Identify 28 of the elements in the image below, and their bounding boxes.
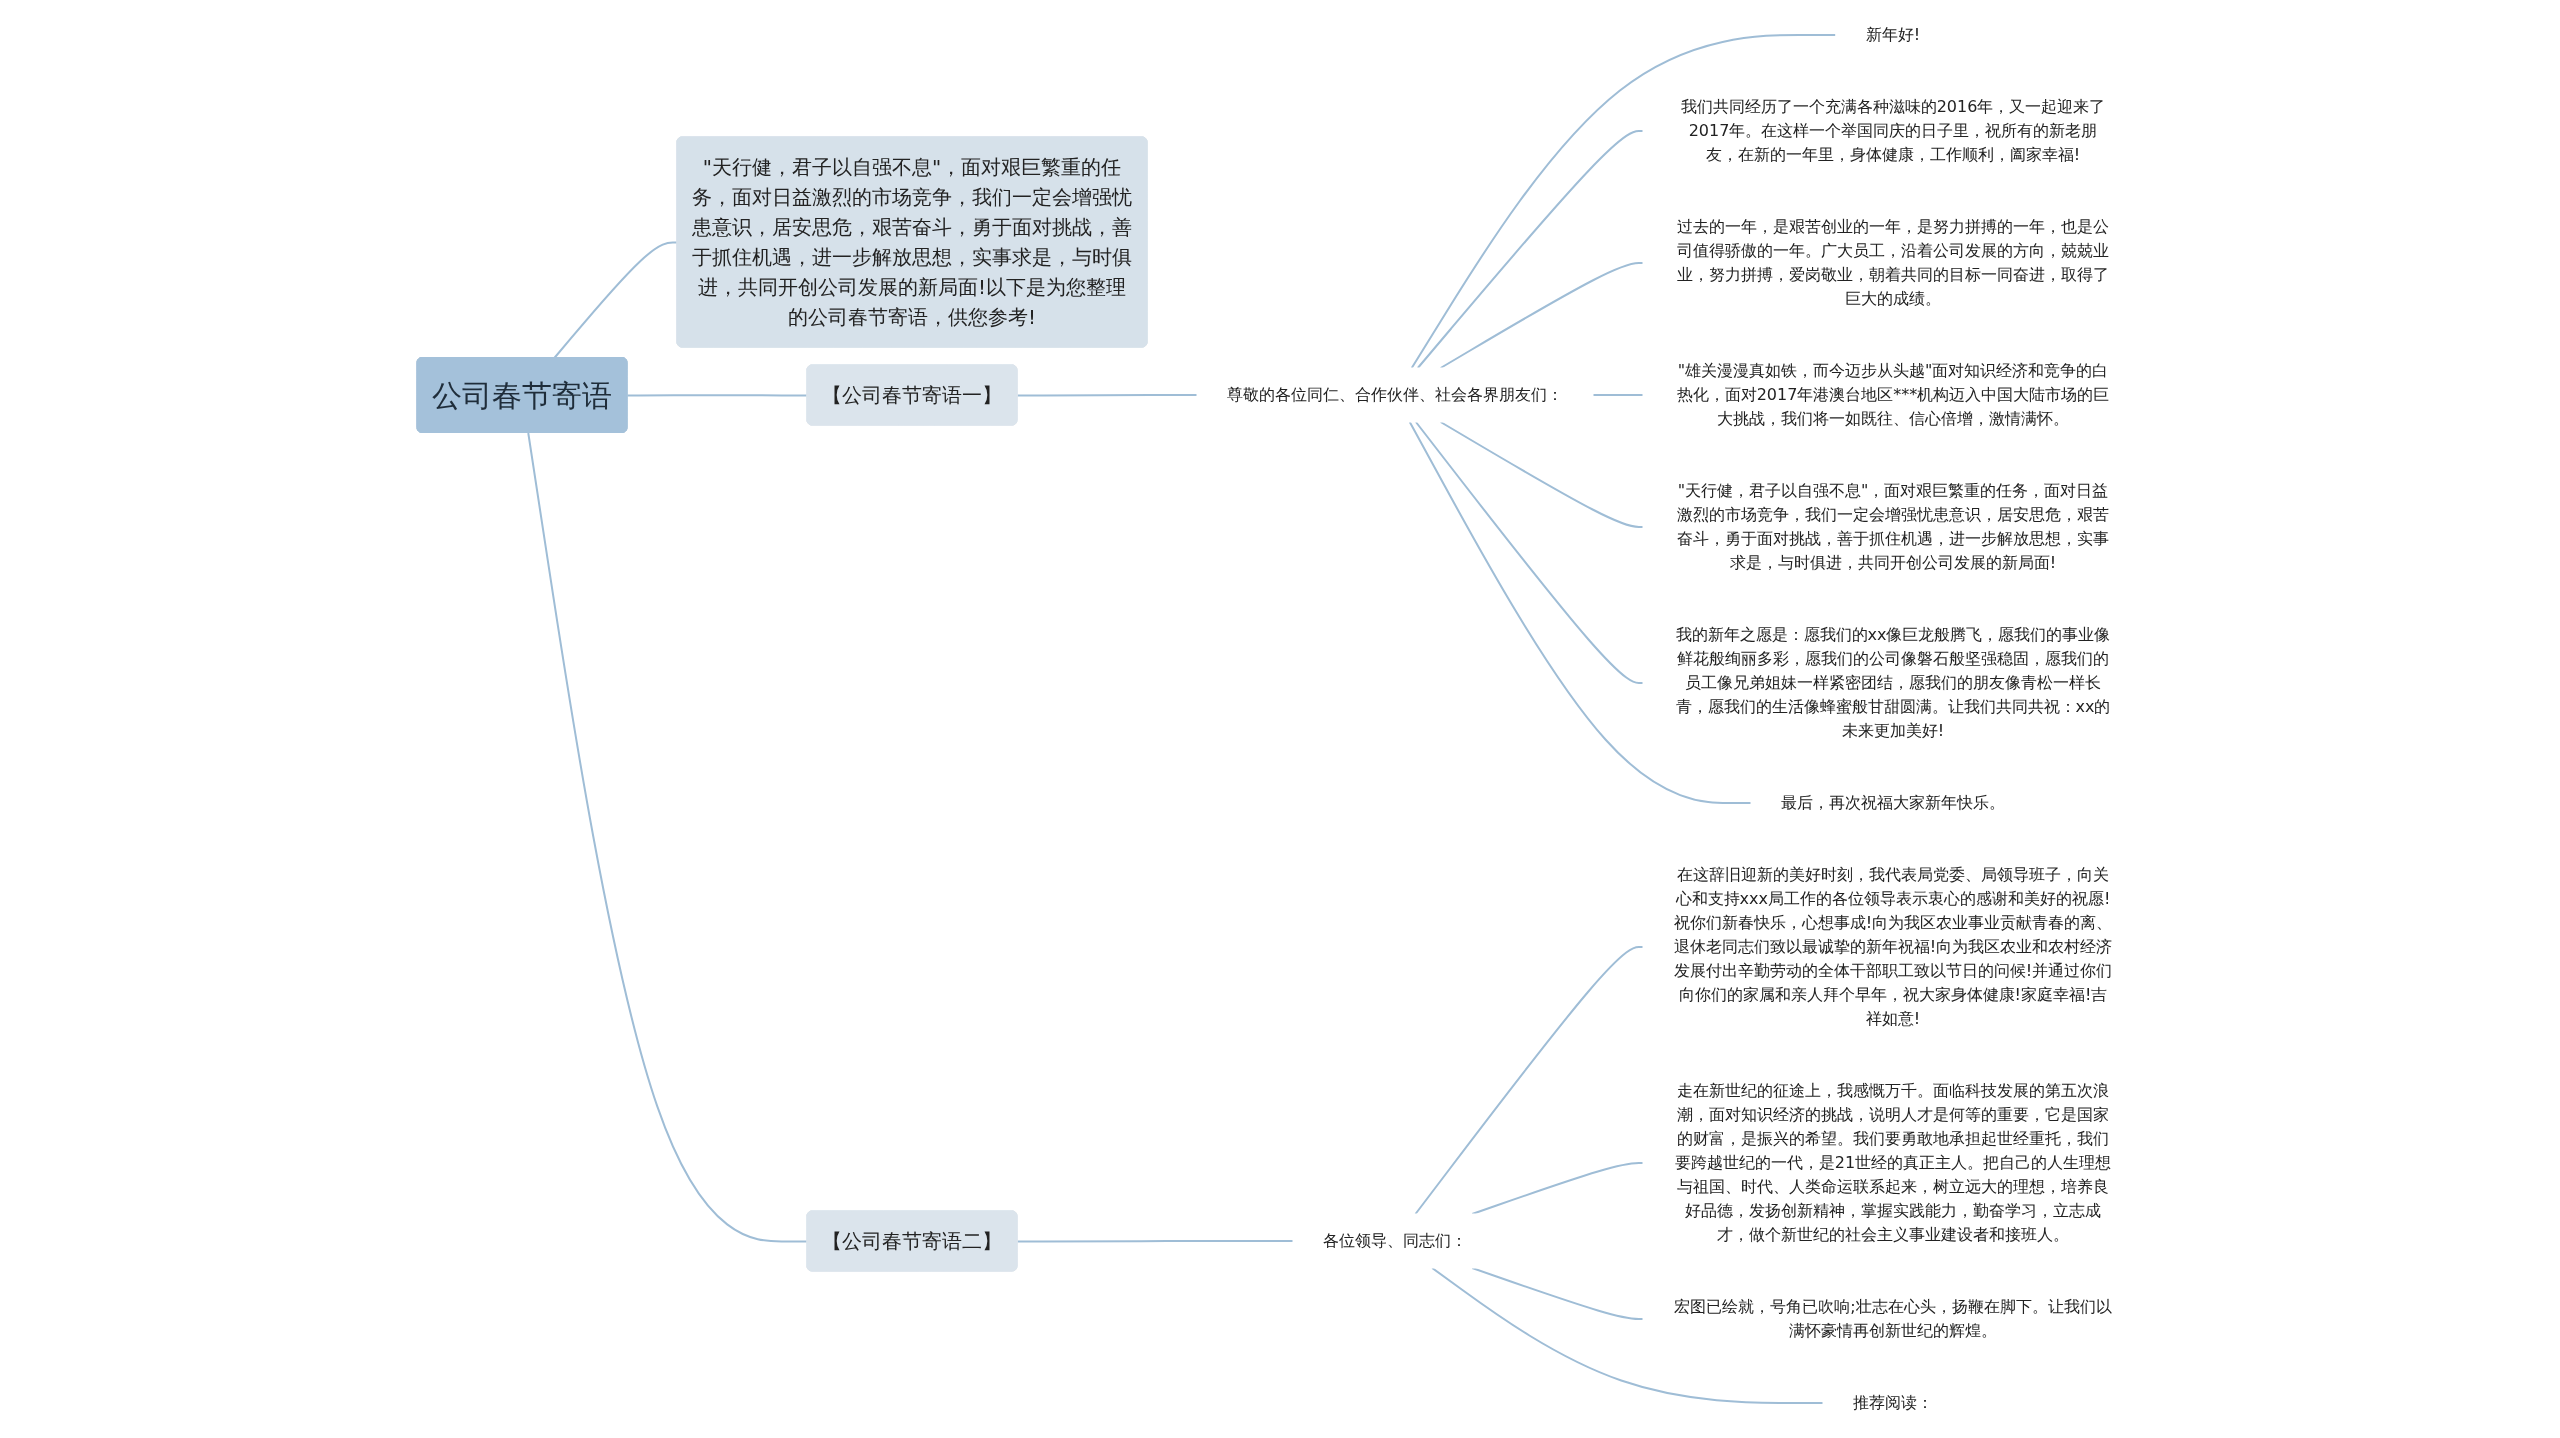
connector <box>1592 394 1644 396</box>
node-text: 宏图已绘就，号角已吹响;壮志在心头，扬鞭在脚下。让我们以满怀豪情再创新世纪的辉煌。 <box>1674 1297 2112 1340</box>
node-text: 在这辞旧迎新的美好时刻，我代表局党委、局领导班子，向关心和支持xxx局工作的各位领导表示衷心的感谢和美好的祝愿!祝你们新春快乐，心想事成!向为我区农业事业贡献青春的离、退休老同志们致以最诚挚的新年祝福!向为我区农业和农村经济发展付出辛勤劳动的全体干部职工致以节日的问候!并通过你们向你们的家属和亲人拜个早年，祝大家身体健康!家庭幸福!吉祥如意! <box>1673 865 2113 1028</box>
connector <box>1416 130 1644 369</box>
connector <box>1414 946 1644 1215</box>
node-text: 各位领导、同志们： <box>1323 1231 1467 1250</box>
connector <box>553 241 679 359</box>
connector <box>1414 421 1644 684</box>
node-text: 推荐阅读： <box>1853 1393 1933 1412</box>
connector <box>1439 262 1644 369</box>
connector <box>1431 1267 1824 1404</box>
node-text: 走在新世纪的征途上，我感慨万千。面临科技发展的第五次浪潮，面对知识经济的挑战，说明人才是何等的重要，它是国家的财富，是振兴的希望。我们要勇敢地承担起世经重托，我们要跨越世纪的一代，是21世经的真正主人。把自己的人生理想与祖国、时代、人类命运联系起来，树立远大的理想，培养良好品德，发扬创新精神，掌握实践能力，勤奋学习，立志成才，做个新世纪的社会主义事业建设者和接班人。 <box>1674 1081 2112 1244</box>
node-text: 过去的一年，是艰苦创业的一年，是努力拼搏的一年，也是公司值得骄傲的一年。广大员工，沿着公司发展的方向，兢兢业业，努力拼搏，爱岗敬业，朝着共同的目标一同奋进，取得了巨大的成绩。 <box>1677 217 2109 308</box>
connector <box>626 394 809 397</box>
connector <box>1410 34 1837 369</box>
connector <box>1016 394 1198 397</box>
node-text: "雄关漫漫真如铁，而今迈步从头越"面对知识经济和竞争的白热化，面对2017年港澳台地区***机构迈入中国大陆市场的巨大挑战，我们将一如既往、信心倍增，激情满怀。 <box>1676 361 2110 428</box>
node-text: 我们共同经历了一个充满各种滋味的2016年，又一起迎来了2017年。在这样一个举国同庆的日子里，祝所有的新老朋友，在新的一年里，身体健康，工作顺利，阖家幸福! <box>1680 97 2106 164</box>
node-text: 新年好! <box>1865 25 1921 44</box>
node-text: 我的新年之愿是：愿我们的xx像巨龙般腾飞，愿我们的事业像鲜花般绚丽多彩，愿我们的公司像磐石般坚强稳固，愿我们的员工像兄弟姐妹一样紧密团结，愿我们的朋友像青松一样长青，愿我们的生活像蜂蜜般甘甜圆满。让我们共同共祝：xx的未来更加美好! <box>1675 625 2111 740</box>
node-text: 最后，再次祝福大家新年快乐。 <box>1781 793 2005 812</box>
connector <box>1439 421 1644 528</box>
connector <box>1016 1240 1294 1243</box>
node-text: 尊敬的各位同仁、合作伙伴、社会各界朋友们： <box>1227 385 1563 404</box>
node-text: "天行健，君子以自强不息"，面对艰巨繁重的任务，面对日益激烈的市场竞争，我们一定会增强忧患意识，居安思危，艰苦奋斗，勇于面对挑战，善于抓住机遇，进一步解放思想，实事求是，与时俱进，共同开创公司发展的新局面! <box>1677 481 2109 572</box>
connector <box>527 432 809 1243</box>
connector <box>1408 421 1752 804</box>
connector <box>1471 1162 1644 1215</box>
